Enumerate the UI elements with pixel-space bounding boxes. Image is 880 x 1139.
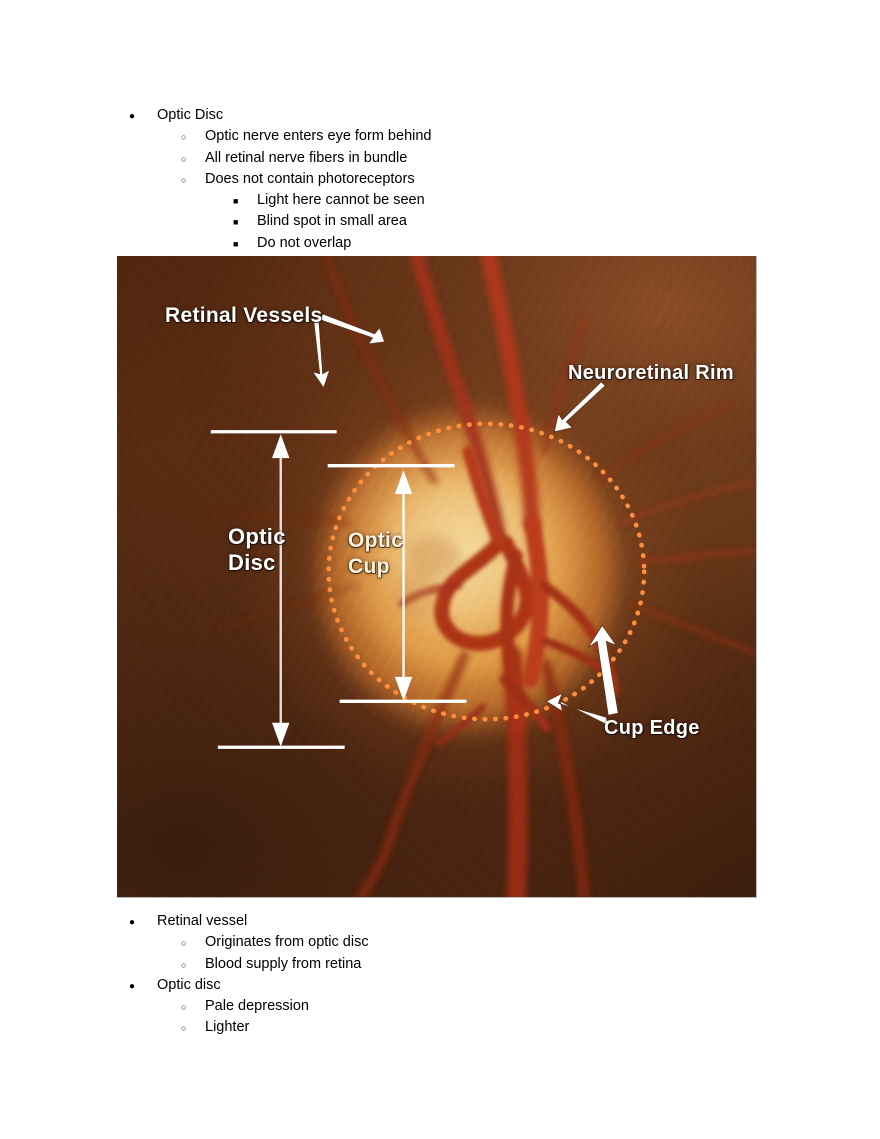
list-item-label: Optic disc [157, 976, 221, 993]
list-item-label: Does not contain photoreceptors [205, 170, 415, 187]
circle-bullet-icon [181, 1017, 193, 1039]
list-item-label: Retinal vessel [157, 913, 248, 929]
label-optic-disc-line1: Optic [228, 524, 286, 549]
list-item-label: Optic Disc [157, 107, 224, 123]
list-item: Blind spot in small area [0, 211, 880, 232]
optic-cup-caliper [327, 463, 467, 703]
list-item: Does not contain photoreceptors [0, 169, 880, 190]
annotation-overlay [210, 313, 647, 749]
list-item-label: Originates from optic disc [205, 934, 369, 951]
retinal-vessels-arrows [311, 313, 386, 389]
label-optic-cup-line2: Cup [348, 555, 390, 578]
circle-bullet-icon [181, 996, 193, 1018]
list-item-label: All retinal nerve fibers in bundle [205, 149, 408, 166]
disc-bullet-icon [129, 105, 141, 127]
list-item: Blood supply from retina [0, 954, 880, 975]
label-optic-disc-line2: Disc [228, 550, 276, 575]
list-item: Light here cannot be seen [0, 190, 880, 211]
optic-disc-caliper [210, 430, 345, 749]
circle-bullet-icon [181, 932, 193, 954]
list-item-label: Light here cannot be seen [257, 192, 425, 209]
label-retinal-vessels: Retinal Vessels [165, 304, 323, 327]
outline-bottom: Retinal vessel Originates from optic dis… [0, 911, 880, 1039]
list-item: Lighter [0, 1017, 880, 1038]
bottom-outline-list: Retinal vessel Originates from optic dis… [0, 911, 880, 1039]
outline-top: Optic Disc Optic nerve enters eye form b… [0, 105, 880, 254]
disc-bullet-icon [129, 975, 141, 997]
cup-edge-arrow-up [587, 624, 619, 716]
cup-edge-arrow-left [545, 692, 609, 726]
list-item: Pale depression [0, 996, 880, 1017]
list-item: Retinal vessel [0, 911, 880, 932]
label-optic-disc: Optic Disc [228, 524, 286, 576]
square-bullet-icon [233, 233, 245, 255]
label-optic-cup: Optic Cup [348, 528, 403, 580]
cup-edge-dotted-circle [326, 421, 647, 722]
cup-arrow-down [394, 676, 413, 701]
circle-bullet-icon [181, 126, 193, 148]
list-item: Optic nerve enters eye form behind [0, 126, 880, 147]
cup-arrow-up [394, 470, 413, 495]
cup-depression-shadow [394, 535, 461, 620]
list-item: Optic Disc [0, 105, 880, 126]
list-item: Optic disc [0, 975, 880, 996]
disc-bullet-icon [129, 911, 141, 933]
circle-bullet-icon [181, 954, 193, 976]
list-item-label: Lighter [205, 1019, 250, 1036]
disc-arrow-up [272, 434, 290, 459]
retina-background [117, 256, 756, 897]
list-item-label: Optic nerve enters eye form behind [205, 128, 432, 145]
square-bullet-icon [233, 190, 245, 212]
circle-bullet-icon [181, 148, 193, 170]
list-item-label: Pale depression [205, 998, 309, 1015]
label-cup-edge: Cup Edge [604, 717, 700, 739]
list-item-label: Do not overlap [257, 234, 352, 251]
circle-bullet-icon [181, 169, 193, 191]
fundus-photograph-figure: Retinal Vessels Neuroretinal Rim Cup Edg… [117, 256, 757, 898]
retinal-vessel-arrow-down [311, 317, 331, 389]
list-item: Do not overlap [0, 233, 880, 254]
retinal-vessel-arrow-right [320, 313, 386, 345]
neuroretinal-rim-arrow [553, 381, 606, 433]
list-item: Originates from optic disc [0, 932, 880, 953]
label-neuroretinal-rim: Neuroretinal Rim [568, 362, 734, 384]
square-bullet-icon [233, 211, 245, 233]
cup-edge-arrows [545, 624, 619, 726]
top-outline-list: Optic Disc Optic nerve enters eye form b… [0, 105, 880, 254]
choroid-texture [117, 256, 756, 897]
disc-arrow-down [272, 722, 290, 747]
list-item-label: Blood supply from retina [205, 955, 362, 972]
list-item: All retinal nerve fibers in bundle [0, 148, 880, 169]
list-item-label: Blind spot in small area [257, 213, 407, 230]
label-optic-cup-line1: Optic [348, 529, 404, 552]
